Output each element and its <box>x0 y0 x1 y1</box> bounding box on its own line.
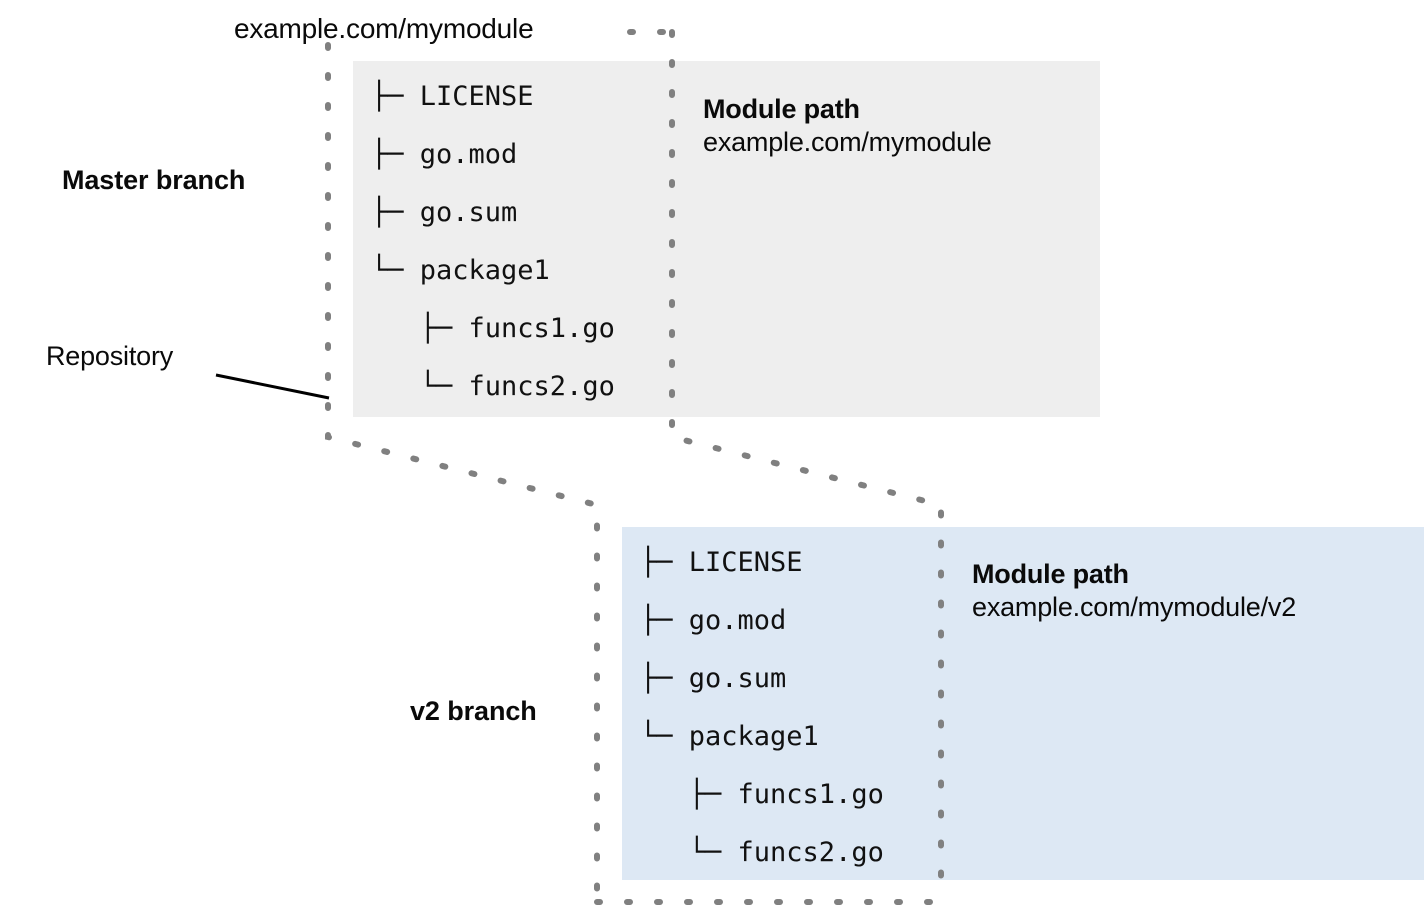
master-module-path-value: example.com/mymodule <box>703 126 992 157</box>
repository-url-label: example.com/mymodule <box>234 13 534 44</box>
master-module-path-title: Module path <box>703 94 860 124</box>
repository-leader-line <box>215 373 330 400</box>
v2-module-path-value: example.com/mymodule/v2 <box>972 591 1297 622</box>
v2-branch-label: v2 branch <box>410 696 537 726</box>
v2-module-path-callout: Module path example.com/mymodule/v2 <box>972 558 1296 624</box>
v2-branch-file-tree: ├─ LICENSE ├─ go.mod ├─ go.sum └─ packag… <box>640 547 884 868</box>
master-branch-label: Master branch <box>62 165 246 195</box>
master-module-path-callout: Module path example.com/mymodule <box>703 93 992 159</box>
repository-label: Repository <box>46 341 174 371</box>
v2-module-path-title: Module path <box>972 559 1129 589</box>
master-branch-file-tree: ├─ LICENSE ├─ go.mod ├─ go.sum └─ packag… <box>371 81 615 402</box>
